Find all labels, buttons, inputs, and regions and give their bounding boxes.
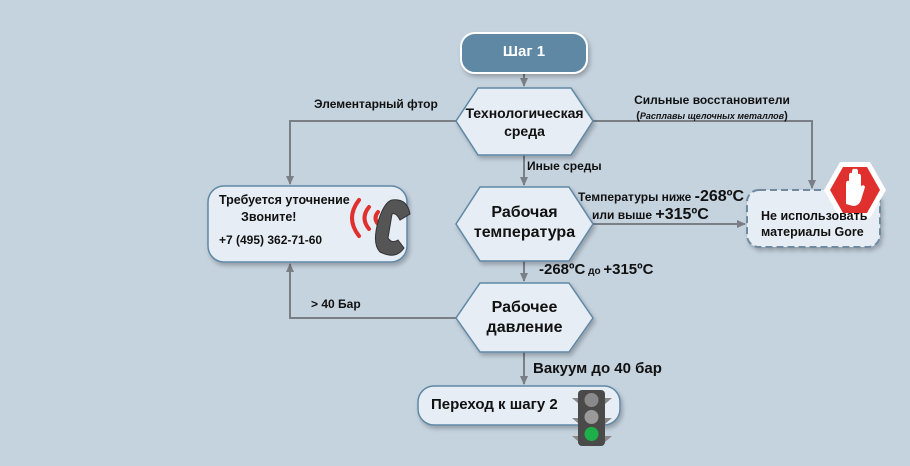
phone-handset-icon [374, 199, 411, 256]
next-step-shape [417, 385, 621, 426]
contact-line2: Звоните! [241, 210, 297, 224]
pressure-node-shape [455, 282, 594, 353]
traffic-light-icon [572, 390, 612, 446]
edge-label-temp-ok: -268ºC до +315ºC [539, 261, 653, 278]
temp-node-shape [455, 186, 594, 262]
pressure-node-line2: давление [486, 319, 563, 336]
pressure-node-line1: Рабочее [491, 299, 558, 316]
gore-box-text: Не использовать материалы Gore [761, 208, 867, 240]
temp-node-label: Рабочая температура [456, 203, 593, 243]
step1-shape [460, 32, 588, 74]
temp-out-text1: Температуры ниже [578, 190, 695, 204]
contact-line1: Требуется уточнение [219, 193, 350, 207]
temp-node-line1: Рабочая [491, 204, 558, 221]
env-node-line2: среда [504, 123, 545, 139]
step1-label: Шаг 1 [502, 43, 546, 60]
env-node-label: Технологическая среда [456, 104, 593, 140]
reducers-note: Расплавы щелочных металлов [639, 111, 785, 121]
connector-reducers [593, 120, 816, 189]
stop-hand-icon [824, 162, 886, 218]
paren-open: ( [636, 110, 640, 122]
env-node-line1: Технологическая [465, 105, 584, 121]
connector-fluorine [286, 120, 456, 185]
edge-label-reducers: Сильные восстановители (Расплавы щелочны… [612, 92, 812, 124]
edge-label-pressure-high: > 40 Бар [311, 297, 361, 311]
temp-out-low: -268ºC [694, 188, 745, 205]
temp-ok-high: +315ºC [603, 261, 654, 278]
pressure-node-label: Рабочее давление [456, 298, 593, 338]
temp-ok-to: до [585, 266, 604, 277]
gore-line1: Не использовать [761, 209, 868, 223]
edge-label-temp-out: Температуры ниже -268ºC или выше +315ºC [578, 188, 744, 224]
env-node-shape [455, 87, 594, 156]
edge-label-vacuum: Вакуум до 40 бар [533, 360, 662, 377]
connector-pressure-high [286, 263, 456, 319]
gore-line2: материалы Gore [761, 225, 864, 239]
next-step-label: Переход к шагу 2 [431, 396, 558, 413]
temp-out-high: +315ºC [655, 206, 709, 223]
temp-ok-low: -268ºC [539, 261, 586, 278]
temp-node-line2: температура [473, 224, 576, 241]
contact-box-text: Требуется уточнение Звоните! +7 (495) 36… [219, 192, 350, 249]
edge-label-fluorine: Элементарный фтор [314, 97, 438, 111]
edge-label-other: Иные среды [527, 159, 602, 173]
paren-close: ) [784, 110, 788, 122]
temp-out-text2: или выше [592, 208, 656, 222]
reducers-line1: Сильные восстановители [634, 93, 790, 107]
contact-phone: +7 (495) 362-71-60 [219, 233, 323, 247]
